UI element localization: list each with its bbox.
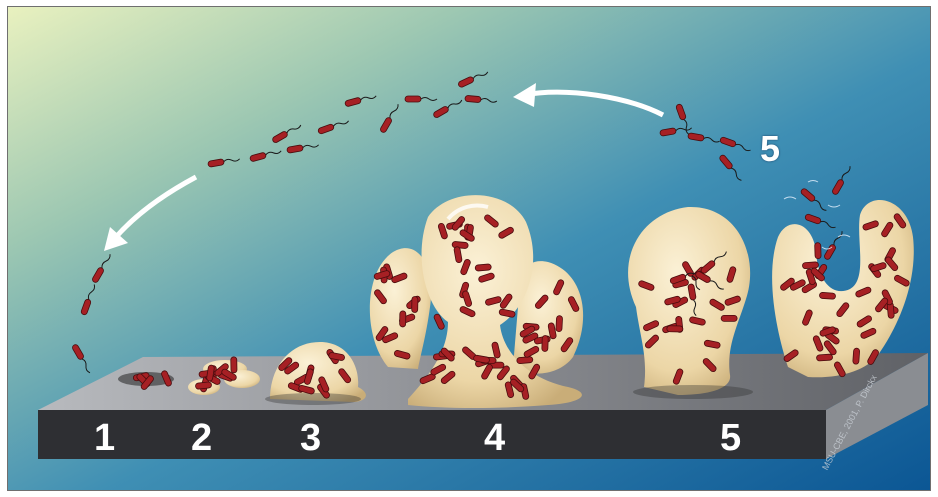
stage-2-label: 2: [191, 419, 212, 457]
bacterium: [195, 382, 212, 390]
dispersal-stage-label: 5: [760, 131, 780, 167]
bacterium: [542, 335, 549, 351]
bacterium: [517, 356, 533, 363]
bacterium: [815, 243, 822, 259]
bacterium: [853, 348, 860, 364]
bacterium: [802, 262, 818, 269]
bacterium: [816, 354, 832, 361]
stage-4-label: 4: [484, 419, 505, 457]
stage-1-label: 1: [94, 419, 115, 457]
stage-3-label: 3: [300, 419, 321, 457]
bacterium: [475, 264, 491, 271]
bacterium: [231, 357, 237, 373]
biofilm-diagram: 1 2 3 4 5 5 MSU-CBE, 2001, P. Dirckx: [7, 6, 931, 491]
bacterium: [819, 292, 835, 299]
bacterium: [667, 326, 683, 332]
biofilm-illustration: [8, 7, 931, 491]
bacterium: [400, 311, 406, 327]
bacterium: [412, 296, 418, 312]
bacterium: [721, 315, 737, 321]
surface-front: [38, 410, 826, 459]
bacterium: [556, 316, 563, 332]
stage-5-label: 5: [720, 419, 741, 457]
